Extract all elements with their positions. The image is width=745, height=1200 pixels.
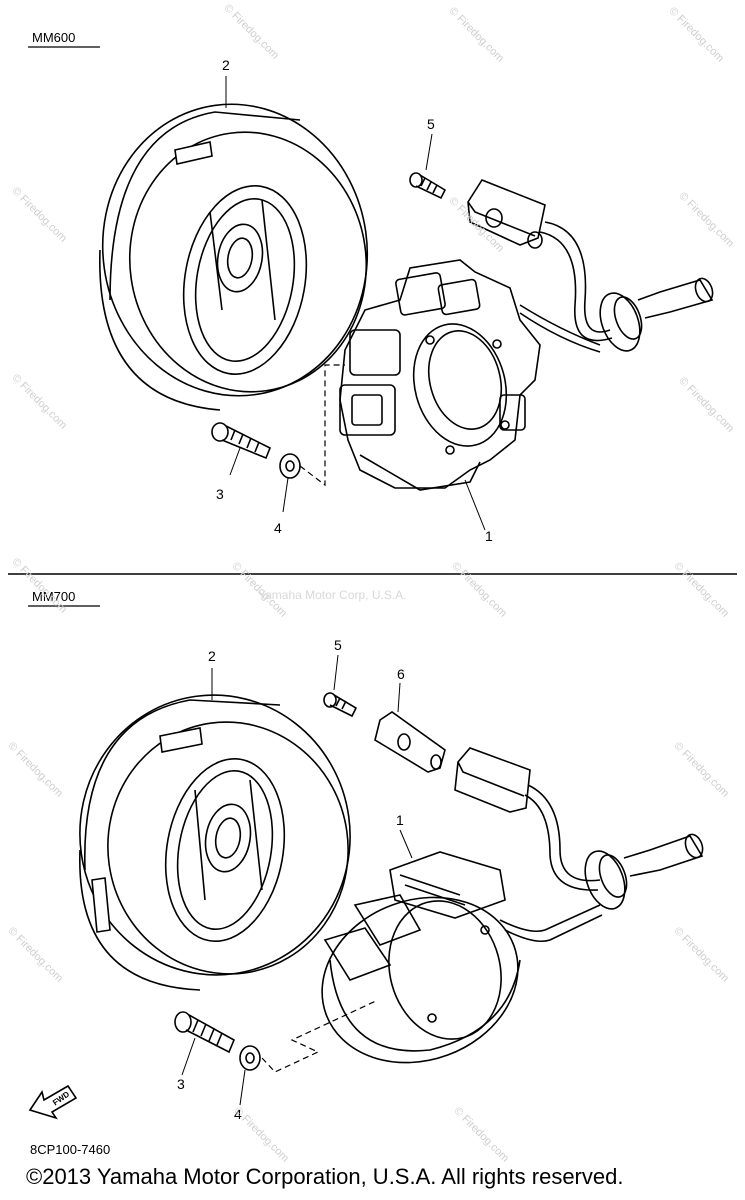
leader-line <box>239 1069 246 1106</box>
pickup-coil <box>454 747 531 813</box>
part-code: 8CP100-7460 <box>30 1142 111 1157</box>
bracket-6 <box>374 711 446 773</box>
washer-4 <box>279 453 301 479</box>
stator-coil <box>321 851 521 1064</box>
leader-line <box>397 682 401 713</box>
bolt-5 <box>409 172 447 200</box>
assembly-dashline <box>261 999 379 1073</box>
bolt-3 <box>211 422 272 460</box>
leader-line <box>282 477 289 513</box>
pickup-coil <box>467 179 546 249</box>
fwd-arrow-icon <box>28 1084 78 1120</box>
flywheel-rotor <box>79 694 351 991</box>
callout-5: 5 <box>427 116 435 132</box>
leader-line <box>181 1037 196 1076</box>
wire-harness <box>499 784 704 943</box>
assembly-dashline <box>299 364 345 487</box>
leader-line <box>425 133 433 171</box>
leader-line <box>229 447 241 476</box>
callout-2: 2 <box>222 57 230 73</box>
wire-harness <box>519 221 714 353</box>
bolt-3 <box>174 1011 236 1054</box>
callout-2: 2 <box>208 648 216 664</box>
bolt-5 <box>323 692 358 718</box>
leader-line <box>333 654 339 691</box>
callout-4: 4 <box>274 520 282 536</box>
callout-5: 5 <box>334 637 342 653</box>
callout-6: 6 <box>397 666 405 682</box>
callout-3: 3 <box>216 486 224 502</box>
callout-3: 3 <box>177 1076 185 1092</box>
flywheel-rotor <box>99 103 369 411</box>
callout-4: 4 <box>234 1106 242 1122</box>
watermark-center: Yamaha Motor Corp, U.S.A. <box>258 588 407 602</box>
washer-4 <box>239 1045 261 1071</box>
callout-1: 1 <box>485 528 493 544</box>
copyright-footer: ©2013 Yamaha Motor Corporation, U.S.A. A… <box>26 1164 624 1189</box>
model-label-mm600: MM600 <box>32 30 76 45</box>
callout-1: 1 <box>396 812 404 828</box>
model-label-mm700: MM700 <box>32 589 76 604</box>
leader-line <box>464 479 486 531</box>
stator-coil <box>339 259 541 491</box>
leader-line <box>399 829 413 859</box>
